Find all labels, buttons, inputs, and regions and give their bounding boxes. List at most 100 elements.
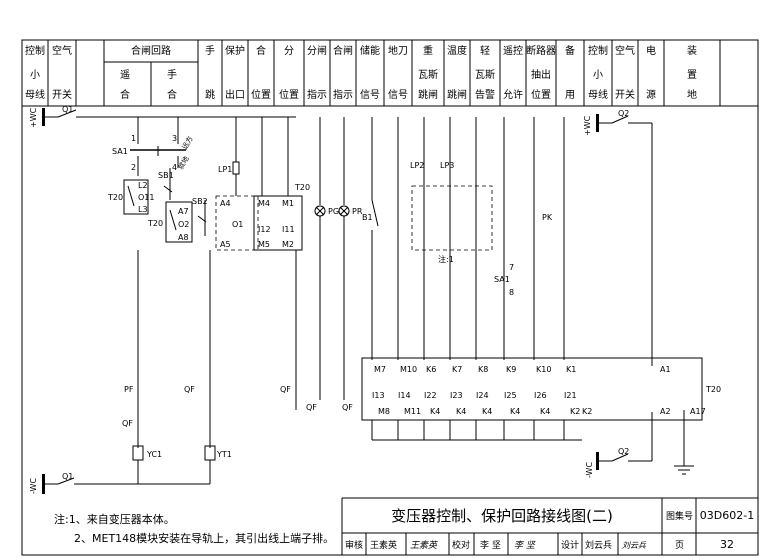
svg-text:4: 4 [172,163,177,172]
header-cell: 空气 [615,44,635,57]
t20-terminal: K9 [506,365,516,374]
header-cell: 地刀 [388,44,408,57]
header-cell: 遥控 [503,44,523,57]
header-cell: 地 [687,88,697,101]
header-cell: 母线 [25,88,45,101]
t20-terminal: I26 [534,391,547,400]
svg-text:YT1: YT1 [216,450,232,459]
svg-text:K2: K2 [582,407,592,416]
svg-text:A4: A4 [220,199,231,208]
header-cell: 允许 [503,88,523,101]
header-cell: 重 [423,44,433,57]
t20-terminal: K4 [456,407,466,416]
svg-text:QF: QF [280,385,291,394]
svg-text:O1: O1 [232,220,243,229]
svg-text:SB1: SB1 [158,171,174,180]
header-cell: 跳闸 [418,88,438,101]
header-manual-close-2: 合 [167,88,177,101]
svg-text:注:1: 注:1 [438,254,454,264]
t20-terminal: M10 [400,365,417,374]
signal-contacts: LP2 LP3 注:1 PK SA1 7 8 [397,117,565,360]
header-cell: 位置 [251,88,271,101]
header-cell: 置 [687,69,697,81]
svg-text:T20: T20 [107,193,123,202]
review-label: 审核 [345,539,363,551]
design-name: 刘云兵 [585,539,612,551]
svg-text:A7: A7 [178,207,189,216]
header-cell: 轻 [480,44,490,57]
t20-terminal: I23 [450,391,463,400]
svg-text:Q2: Q2 [618,447,629,456]
header-cell: 抽出 [531,68,551,81]
svg-text:T20: T20 [294,183,310,192]
header-cell: 空气 [52,44,72,57]
title-block: 变压器控制、保护回路接线图(二) 图集号 03D602-1 审核 王素英 王素英… [341,497,758,555]
sb1-button: SB1 [158,168,174,200]
header-cell: 告警 [475,88,495,101]
svg-text:PR: PR [352,207,363,216]
sheet-frame [21,39,759,556]
svg-text:LP3: LP3 [440,161,454,170]
header-cell: 母线 [588,88,608,101]
svg-text:A8: A8 [178,233,189,242]
svg-text:QF: QF [184,385,195,394]
svg-text:M4: M4 [258,199,270,208]
header-cell: 断路器 [526,44,556,57]
svg-text:+WC: +WC [583,115,592,136]
header-cell: 用 [565,90,575,101]
svg-text:PK: PK [542,213,553,222]
svg-text:3: 3 [172,134,177,143]
svg-text:I12: I12 [258,225,271,234]
atlas-label: 图集号 [666,510,693,522]
t20-input-module: T20 A1 A2 A17 K2 M7I13M8M10I14M11K6I22K4… [361,357,721,475]
t20-terminal: K7 [452,365,462,374]
svg-text:Q2: Q2 [618,109,629,118]
plus-wc-left: +WC Q1 [29,105,296,128]
lp1-plate: LP1 [218,117,240,196]
svg-text:7: 7 [509,263,514,272]
svg-text:A17: A17 [690,407,706,416]
header-cell: 小 [30,69,40,81]
svg-text:2: 2 [131,163,136,172]
header-group-title: 合闸回路 [131,44,171,57]
header-cell: 指示 [307,88,327,101]
notes: 注:1、来自变压器本体。 2、MET148模块安装在导轨上，其引出线上端子排。 [54,510,334,548]
svg-text:A2: A2 [660,407,671,416]
svg-text:T20: T20 [705,385,721,394]
sb2-button: SB2 [192,197,208,236]
pr-lamp: PR [338,117,363,400]
t20-terminal: M11 [404,407,421,416]
header-cell: 瓦斯 [475,68,495,81]
t20-terminal: I14 [398,391,411,400]
svg-text:PF: PF [124,385,134,394]
header-remote-close-2: 合 [120,88,130,101]
review-signature: 王素英 [410,540,439,551]
plus-wc-right: +WC Q2 [583,109,653,366]
t20-terminal: K6 [426,365,436,374]
svg-text:LP1: LP1 [218,165,232,174]
atlas-number: 03D602-1 [700,509,754,522]
svg-text:YC1: YC1 [146,450,162,459]
header-cell: 备 [565,44,575,57]
t20-terminal: I13 [372,391,385,400]
header-cell: 温度 [447,44,467,57]
header-cell: 指示 [333,88,353,101]
svg-text:A5: A5 [220,240,231,249]
t20-terminal: I22 [424,391,437,400]
svg-text:M2: M2 [282,240,294,249]
header-cell: 控制 [588,44,608,57]
t20-terminal: K4 [540,407,550,416]
t20-o2-block: T20 A7 O2 A8 [147,201,193,243]
svg-text:-WC: -WC [29,478,38,494]
svg-text:远方: 远方 [180,134,195,151]
t20-terminal: K1 [566,365,576,374]
t20-terminal: M8 [378,407,390,416]
header-cell: 位置 [279,88,299,101]
page-number: 32 [720,538,734,551]
header-cell: 保护 [225,44,245,57]
svg-text:1: 1 [131,134,136,143]
svg-text:L3: L3 [138,205,148,214]
svg-text:QF: QF [342,403,353,412]
svg-text:L2: L2 [138,181,148,190]
header-cell: 位置 [531,88,551,101]
